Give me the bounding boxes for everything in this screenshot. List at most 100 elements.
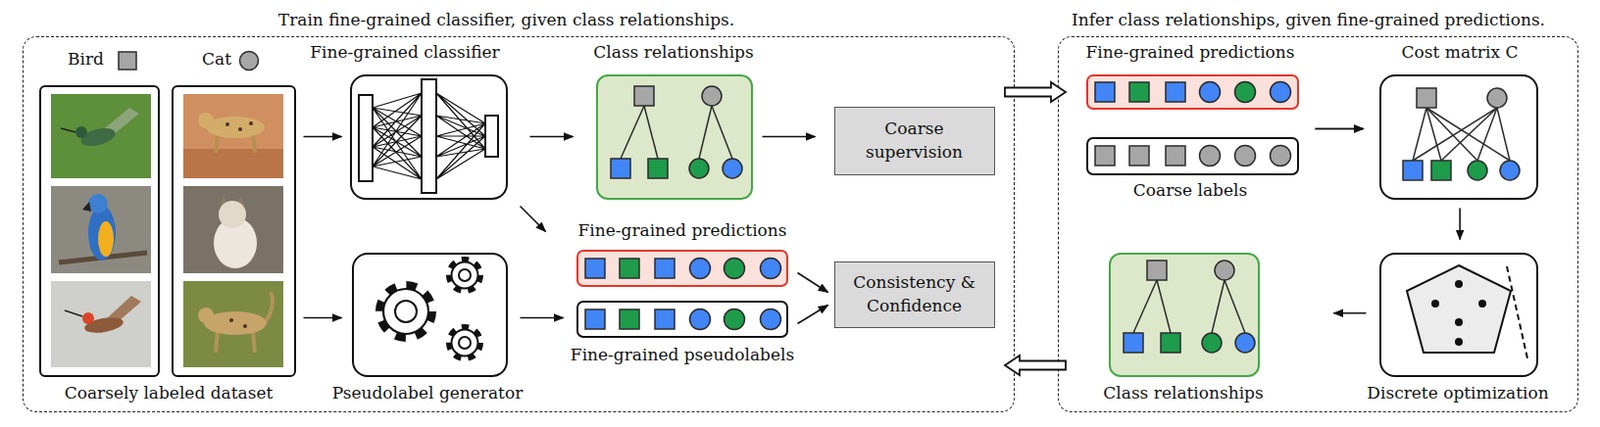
- square-icon: [1095, 146, 1115, 166]
- circle-icon: [690, 258, 711, 280]
- spot: [249, 121, 253, 126]
- square-icon: [654, 309, 675, 330]
- process-box: Coarse supervision: [834, 106, 996, 176]
- polytope: [1406, 265, 1511, 353]
- spot: [238, 127, 243, 132]
- prediction-strip: Fine-grained predictions: [576, 250, 789, 288]
- box-heading: Class relationships: [593, 41, 753, 65]
- ground: [183, 149, 284, 179]
- square-icon: [648, 158, 668, 179]
- tree-link: [620, 105, 645, 159]
- cost-link: [1412, 107, 1427, 161]
- box-heading: Train fine-grained classifier, given cla…: [278, 8, 735, 33]
- box-heading: Fine-grained pseudolabels: [570, 344, 795, 368]
- leg: [215, 133, 218, 153]
- square-icon: [1095, 82, 1115, 102]
- flow-arrow: [1315, 128, 1364, 131]
- dashed-panel: Infer class relationships, given fine-gr…: [1057, 36, 1579, 413]
- circle-icon: [1235, 333, 1255, 353]
- circle-icon: [1235, 146, 1256, 167]
- neural-net-symbol: [358, 79, 499, 194]
- flow-arrow: [1315, 128, 1364, 131]
- circle-icon: [1270, 146, 1292, 167]
- circle-icon: [1270, 82, 1292, 103]
- parrot-head: [88, 194, 108, 214]
- cost-link: [1426, 107, 1510, 161]
- circle-icon: [1487, 88, 1507, 108]
- prediction-strip: Fine-grained predictions: [1086, 74, 1300, 110]
- net-layer: [358, 95, 373, 182]
- leopard-body: [205, 116, 265, 139]
- classifier-box: Fine-grained classifier: [350, 74, 508, 200]
- generator-box: Pseudolabel generator: [351, 252, 508, 378]
- square-icon: [585, 258, 605, 279]
- cost-link: [1477, 107, 1498, 161]
- net-layer: [485, 115, 499, 157]
- box-heading: Discrete optimization: [1366, 382, 1549, 406]
- cat-ear: [235, 196, 246, 208]
- box-heading: Pseudolabel generator: [332, 382, 524, 406]
- tree-link: [1133, 280, 1157, 334]
- box-label: Consistency & Confidence: [835, 271, 995, 319]
- cat-ear: [219, 196, 230, 208]
- photo-background: [183, 281, 284, 368]
- process-box: Consistency & Confidence: [834, 261, 996, 329]
- gear-body: [451, 330, 479, 357]
- gear-hole: [458, 269, 471, 282]
- bird-throat: [82, 312, 95, 325]
- square-icon: [1147, 260, 1167, 281]
- cutting-plane: [1506, 266, 1528, 359]
- leg: [215, 331, 218, 353]
- square-icon: [619, 309, 640, 330]
- gear-symbol: [379, 259, 481, 359]
- leg: [252, 133, 255, 153]
- square-icon: [1129, 146, 1150, 166]
- gear-hole: [395, 300, 417, 323]
- parrot-beak: [82, 201, 92, 212]
- bird-body: [79, 125, 118, 150]
- box-heading: Fine-grained predictions: [578, 219, 788, 244]
- bird-beak: [60, 128, 76, 133]
- box-heading: Fine-grained predictions: [1086, 41, 1296, 65]
- photo-background: [183, 186, 284, 274]
- gear-hole: [458, 337, 471, 350]
- photo-background: [50, 186, 151, 274]
- circle-icon: [1467, 160, 1488, 181]
- hierarchy-tree: [610, 86, 743, 179]
- flow-arrow: [1334, 312, 1367, 315]
- square-icon: [1416, 88, 1437, 108]
- icon-row: [585, 258, 782, 280]
- lattice-point: [1431, 300, 1440, 308]
- dashed-panel: Train fine-grained classifier, given cla…: [22, 36, 1015, 413]
- box-heading: Fine-grained classifier: [309, 41, 500, 65]
- net-connections: [372, 93, 486, 180]
- leg: [252, 331, 255, 353]
- cost-link: [1441, 107, 1498, 161]
- gear-teeth: [449, 327, 481, 359]
- square-icon: [1123, 333, 1144, 353]
- block-arrow: [1004, 82, 1066, 102]
- flow-arrow: [303, 317, 343, 320]
- lattice-point: [1454, 338, 1463, 347]
- label-strip: Coarse labels: [1086, 137, 1300, 176]
- caption-label: Coarsely labeled dataset: [64, 383, 274, 403]
- cost-matrix-box: Cost matrix C: [1379, 74, 1539, 200]
- bird-photo: [50, 186, 151, 274]
- flow-arrow: [1458, 208, 1461, 241]
- box-heading: Cost matrix C: [1401, 41, 1519, 65]
- circle-icon: [1200, 146, 1221, 167]
- spot: [229, 318, 234, 323]
- bipartite-graph: [1402, 88, 1520, 181]
- tree-link: [1211, 280, 1225, 334]
- tree-link: [644, 105, 658, 159]
- photo-background: [50, 281, 151, 368]
- circle-icon: [760, 258, 782, 280]
- square-icon: [610, 158, 631, 179]
- icon-row: [585, 309, 782, 331]
- image-column: Bird: [39, 85, 160, 378]
- flow-arrow: [520, 317, 564, 320]
- flow-arrow: [303, 136, 343, 139]
- box-label: Coarse supervision: [835, 117, 995, 165]
- gear-teeth: [449, 259, 481, 292]
- image-column: Cat: [171, 85, 297, 378]
